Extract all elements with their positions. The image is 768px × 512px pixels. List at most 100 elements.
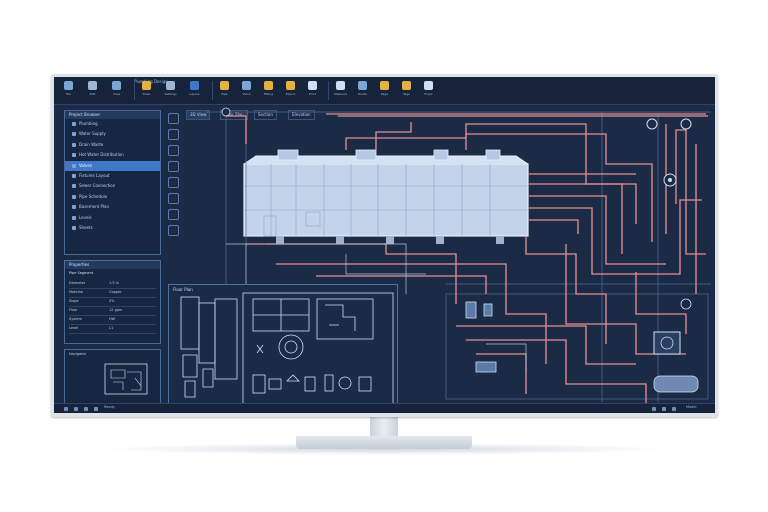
- property-value: HW: [109, 317, 116, 321]
- tree-item[interactable]: Valves: [65, 160, 160, 171]
- navigator-title: Navigator: [69, 352, 87, 356]
- ribbon-button-pipe[interactable]: Pipe: [218, 81, 231, 100]
- tree-item[interactable]: Drain Waste: [65, 140, 160, 150]
- ribbon-button-settings[interactable]: Settings: [164, 81, 177, 100]
- navigator-panel: Navigator: [64, 349, 161, 406]
- property-value: L1: [109, 326, 114, 330]
- status-mode: Model: [686, 405, 697, 409]
- pan-tool-icon[interactable]: [168, 129, 179, 140]
- ribbon-separator: [212, 81, 213, 100]
- view-tab[interactable]: 3D View: [186, 110, 211, 120]
- tree-item[interactable]: Plumbing: [65, 119, 160, 129]
- status-bar: Ready Model: [54, 403, 715, 413]
- ribbon-button-layers[interactable]: Layers: [188, 81, 201, 100]
- tree-item[interactable]: Pipe Schedule: [65, 192, 160, 202]
- zoom-tool-icon[interactable]: [168, 145, 179, 156]
- tree-item[interactable]: Sewer Connection: [65, 181, 160, 191]
- schematic-drawing[interactable]: [166, 104, 711, 404]
- tree-item-label: Plumbing: [79, 121, 98, 126]
- tree-item-label: Sheets: [79, 224, 93, 230]
- status-icon[interactable]: [94, 407, 98, 411]
- property-key: Material: [69, 290, 84, 294]
- view-tab[interactable]: Section: [254, 110, 277, 120]
- ribbon-button-label: Measure: [334, 92, 347, 96]
- folder-icon: [72, 215, 76, 220]
- tree-item-label: Sewer Connection: [79, 183, 116, 189]
- tree-item[interactable]: Fixtures Layout: [65, 171, 160, 181]
- folder-icon: [72, 205, 76, 210]
- ribbon-button-measure[interactable]: Measure: [334, 81, 347, 100]
- building-model[interactable]: [243, 149, 529, 244]
- status-icon[interactable]: [662, 407, 666, 411]
- tree-item[interactable]: Levels: [65, 213, 160, 223]
- ribbon-button-props[interactable]: Props: [422, 81, 435, 100]
- fitting-icon: [475, 361, 497, 373]
- view-tab[interactable]: Floor Plan: [220, 110, 248, 120]
- ribbon-button-edit[interactable]: Edit: [86, 81, 99, 100]
- floor-plan-panel[interactable]: Floor Plan: [168, 284, 398, 411]
- monitor-stand-neck: [370, 417, 398, 439]
- ribbon-button-label: Print: [309, 92, 316, 96]
- tree-item[interactable]: Water Supply: [65, 129, 160, 139]
- status-icon[interactable]: [652, 407, 656, 411]
- ribbon-button-valve[interactable]: Valve: [240, 81, 253, 100]
- ribbon-button-draw[interactable]: Draw: [140, 81, 153, 100]
- navigator-thumbnail[interactable]: [65, 358, 160, 403]
- status-icon[interactable]: [74, 407, 78, 411]
- properties-icon: [424, 81, 433, 90]
- tank-icon: [653, 375, 699, 393]
- section-tool-icon[interactable]: [168, 193, 179, 204]
- select-tool-icon[interactable]: [168, 113, 179, 124]
- ribbon-button-print[interactable]: Print: [306, 81, 319, 100]
- route-icon: [358, 81, 367, 90]
- view-icon: [112, 81, 121, 90]
- view-tab[interactable]: Elevation: [288, 110, 315, 120]
- pipe-network[interactable]: [226, 113, 708, 404]
- folder-icon: [72, 184, 76, 189]
- rotate-tool-icon[interactable]: [168, 161, 179, 172]
- annotate-tool-icon[interactable]: [168, 225, 179, 236]
- status-icon[interactable]: [672, 407, 676, 411]
- status-icon[interactable]: [64, 407, 68, 411]
- fitting-icon: [264, 81, 273, 90]
- folder-icon: [72, 163, 76, 168]
- property-key: Slope: [69, 299, 79, 303]
- ribbon-button-export[interactable]: Export: [284, 81, 297, 100]
- tree-item[interactable]: Hot Water Distribution: [65, 150, 160, 160]
- measure-tool-icon[interactable]: [168, 209, 179, 220]
- tree-item[interactable]: Sheets: [65, 223, 160, 233]
- ribbon-button-label: Page: [380, 92, 389, 96]
- thumbnail-frame: [104, 363, 148, 395]
- valve-icon: [242, 81, 251, 90]
- tree-item-label: Hot Water Distribution: [79, 152, 124, 158]
- status-icon[interactable]: [84, 407, 88, 411]
- equipment[interactable]: [221, 107, 699, 393]
- ribbon-button-label: View: [112, 92, 121, 96]
- ribbon-button-tags[interactable]: Tags: [400, 81, 413, 100]
- ribbon-button-label: File: [65, 92, 72, 96]
- tree-item-label: Pipe Schedule: [79, 193, 108, 199]
- ribbon-button-page[interactable]: Page: [378, 81, 391, 100]
- folder-icon: [72, 225, 76, 230]
- valve-icon: [483, 303, 493, 317]
- ribbon-button-label: Settings: [164, 92, 177, 96]
- ribbon-button-view[interactable]: View: [110, 81, 123, 100]
- tree-item[interactable]: Basement Plan: [65, 202, 160, 212]
- orbit-tool-icon[interactable]: [168, 177, 179, 188]
- ribbon-button-fitting[interactable]: Fitting: [262, 81, 275, 100]
- properties-subtitle: Pipe Segment: [69, 271, 94, 275]
- ribbon-button-label: Pipe: [221, 92, 228, 96]
- folder-icon: [72, 132, 76, 137]
- ribbon-button-file[interactable]: File: [62, 81, 75, 100]
- monitor-shadow: [100, 443, 668, 455]
- ribbon-button-route[interactable]: Route: [356, 81, 369, 100]
